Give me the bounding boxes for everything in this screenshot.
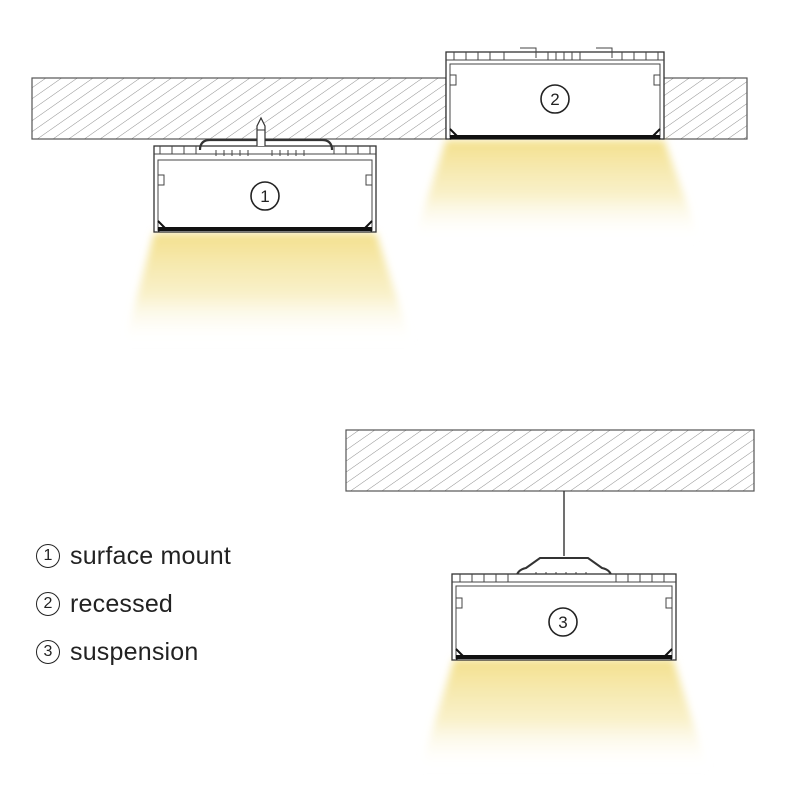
legend-label-recessed: recessed (70, 589, 174, 618)
legend-label-surface-mount: surface mount (70, 541, 232, 570)
legend-item-surface-mount: 1 surface mount (36, 532, 231, 580)
light-beam-2 (414, 140, 700, 240)
ceiling-slab-suspension (345, 429, 755, 492)
legend-item-recessed: 2 recessed (36, 580, 231, 628)
profile-marker-3: 3 (558, 613, 567, 632)
legend-marker-3: 3 (36, 640, 60, 664)
ceiling-slab-top (31, 77, 748, 140)
profile-suspension: 3 (451, 491, 677, 661)
light-beam-1 (124, 233, 412, 345)
light-beam-3 (420, 659, 708, 770)
legend-marker-1: 1 (36, 544, 60, 568)
profile-marker-2: 2 (550, 90, 559, 109)
profile-surface-mount: 1 (153, 116, 377, 233)
legend-item-suspension: 3 suspension (36, 628, 231, 676)
legend-label-suspension: suspension (70, 637, 199, 666)
legend-marker-2: 2 (36, 592, 60, 616)
profile-recessed: 2 (445, 47, 665, 140)
profile-marker-1: 1 (260, 187, 269, 206)
mounting-legend: 1 surface mount 2 recessed 3 suspension (36, 532, 231, 676)
